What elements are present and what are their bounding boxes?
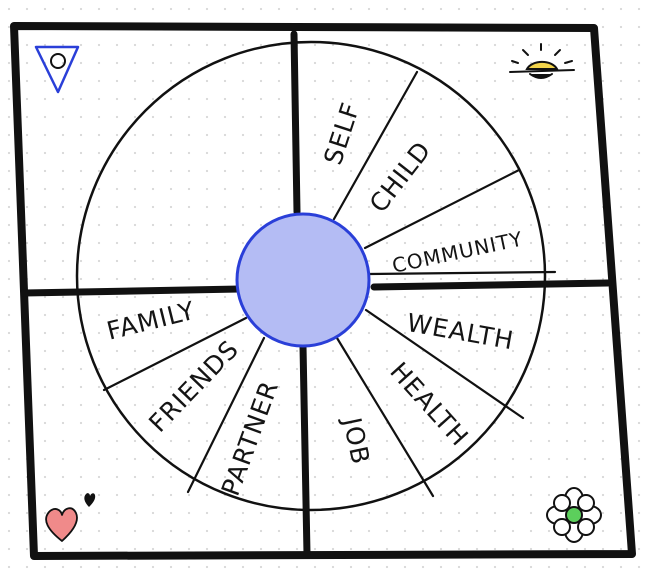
center-hub (235, 212, 371, 348)
label-self: SELF (318, 98, 365, 168)
triangle-circle-icon (34, 45, 80, 94)
sun-icon (509, 43, 575, 79)
label-family: FAMILY (104, 296, 198, 346)
label-friends: FRIENDS (143, 334, 244, 437)
label-community: COMMUNITY (390, 227, 525, 278)
label-job: JOB (337, 413, 376, 467)
wheel-circle (75, 40, 547, 512)
flower-icon (546, 487, 602, 543)
sector-dividers (102, 70, 557, 498)
quadrant-dividers (20, 30, 612, 558)
heart-icon (45, 493, 96, 542)
label-partner: PARTNER (216, 377, 284, 500)
outer-frame (10, 22, 636, 560)
